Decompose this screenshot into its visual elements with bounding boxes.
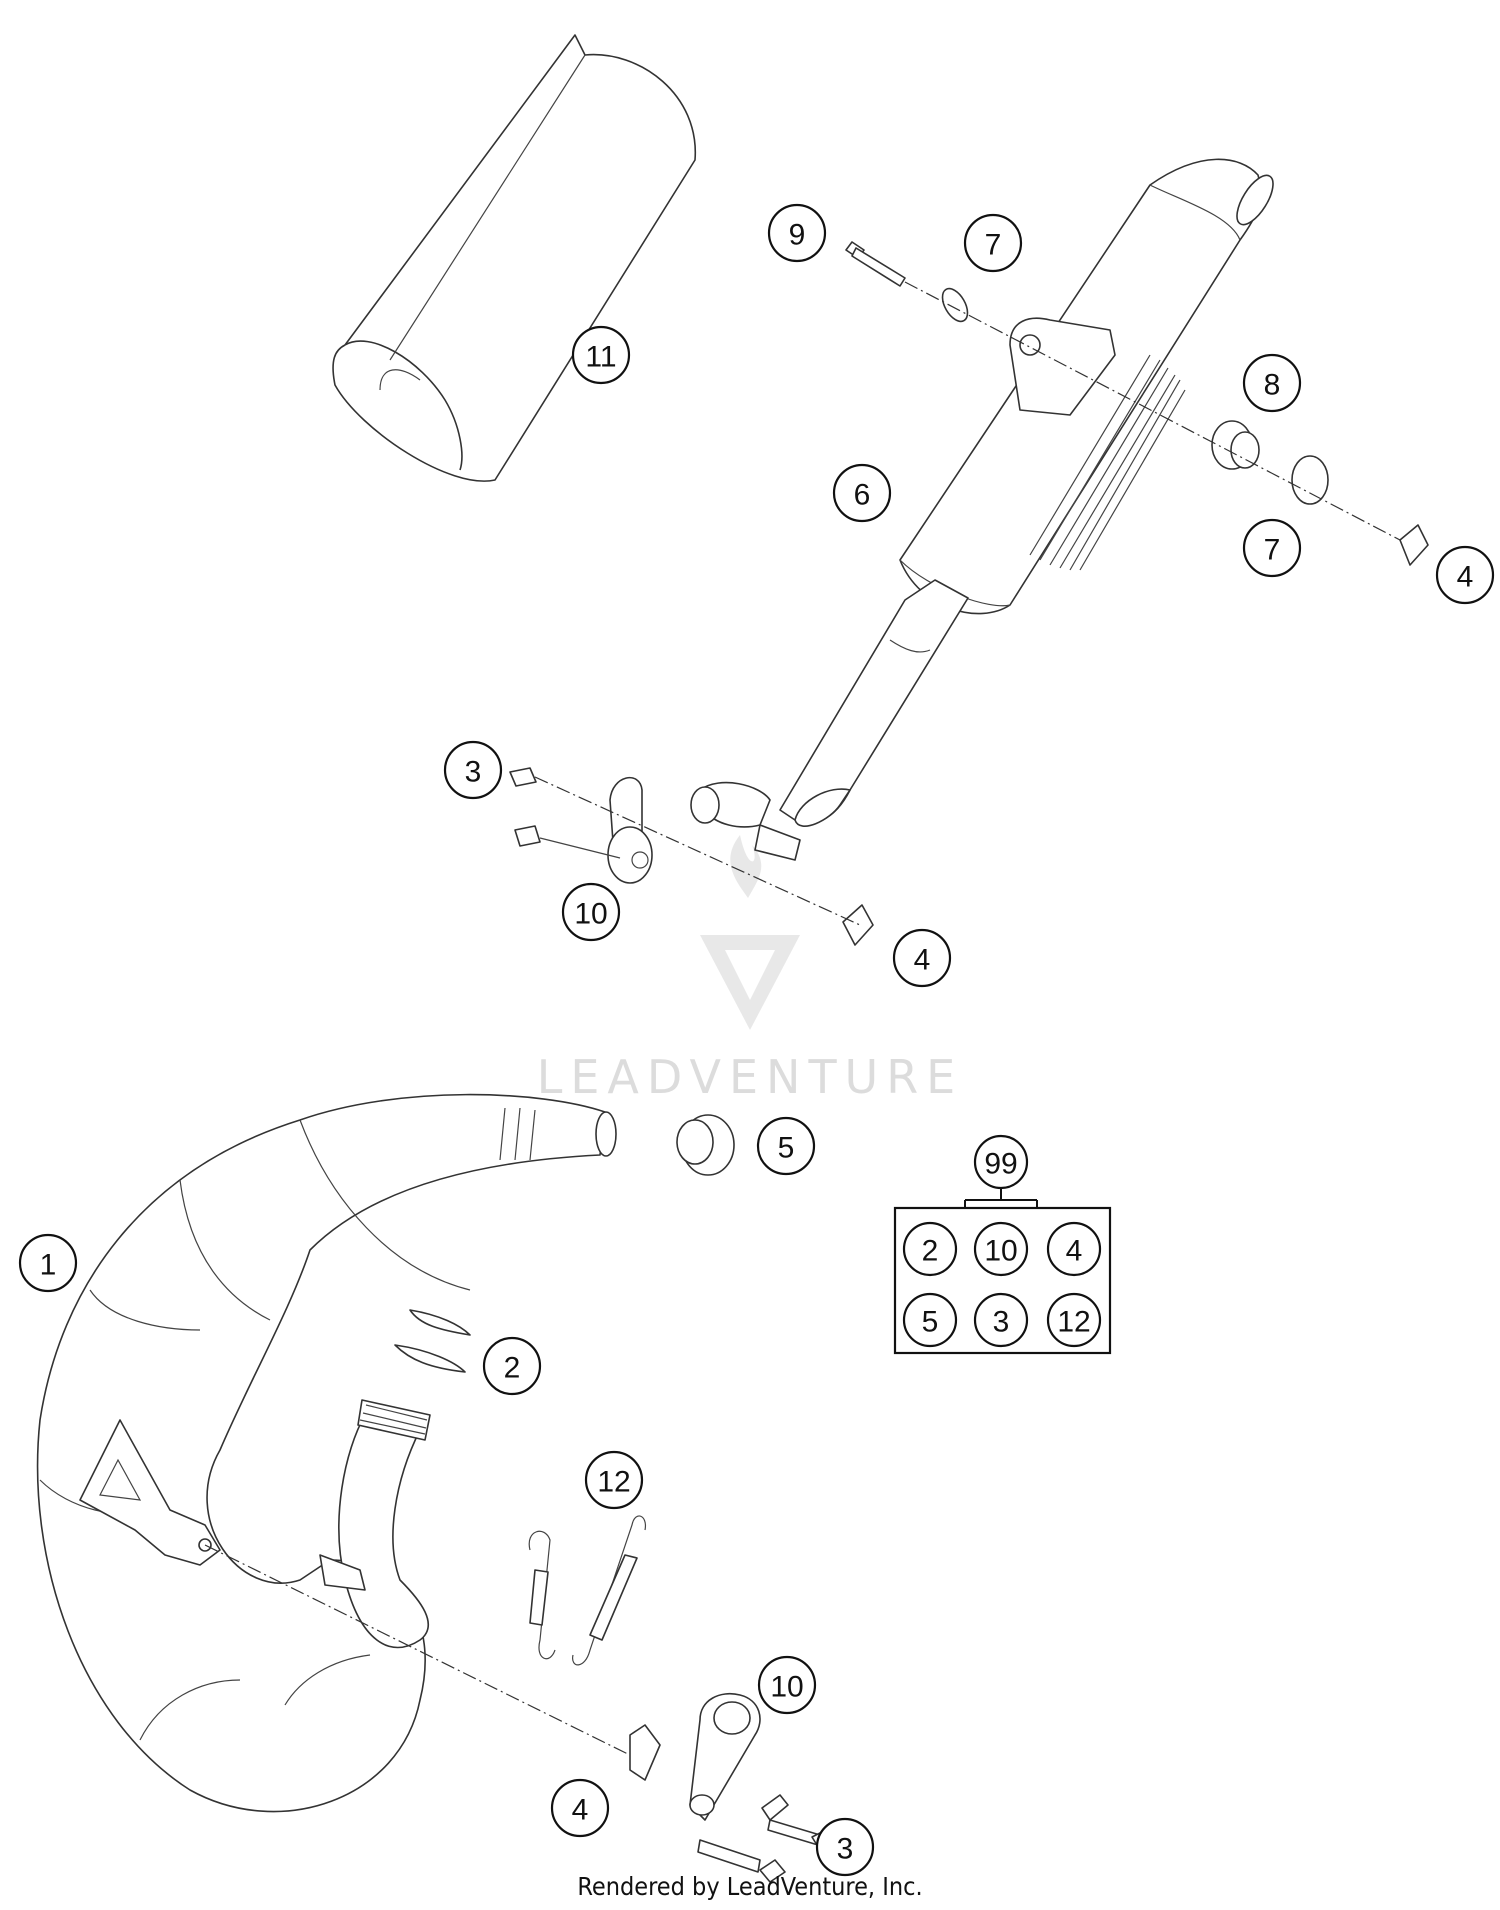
callout-3-lower: 3: [815, 1817, 875, 1877]
svg-text:6: 6: [854, 479, 871, 512]
svg-text:12: 12: [597, 1466, 630, 1499]
svg-text:9: 9: [789, 219, 806, 252]
part-1-exhaust-pipe: [36, 1093, 617, 1813]
callout-4-lower: 4: [550, 1778, 610, 1838]
callout-3-upper: 3: [443, 740, 503, 800]
svg-text:11: 11: [585, 341, 616, 374]
watermark-text: LEADVENTURE: [537, 1050, 964, 1104]
svg-text:4: 4: [1066, 1235, 1083, 1268]
svg-text:5: 5: [778, 1132, 795, 1165]
upper-mount-hardware: [845, 241, 1429, 566]
callout-9: 9: [767, 203, 827, 263]
svg-text:7: 7: [1264, 534, 1281, 567]
svg-text:4: 4: [572, 1794, 589, 1827]
callout-4-silencer: 4: [1435, 545, 1495, 605]
callout-10-upper: 10: [561, 882, 621, 942]
kit-item-3: 5: [902, 1292, 958, 1348]
footer-credit: Rendered by LeadVenture, Inc.: [577, 1872, 923, 1901]
kit-item-4: 3: [973, 1292, 1029, 1348]
part-12-springs: [528, 1515, 647, 1666]
svg-text:3: 3: [837, 1833, 854, 1866]
svg-text:2: 2: [922, 1235, 939, 1268]
lower-pipe-mount-hardware: [204, 1544, 835, 1883]
callout-7-lower: 7: [1242, 518, 1302, 578]
callout-11: 11: [571, 325, 631, 385]
lower-mount-hardware: [509, 767, 874, 946]
svg-text:7: 7: [985, 229, 1002, 262]
callout-7-upper: 7: [963, 213, 1023, 273]
svg-text:12: 12: [1057, 1306, 1090, 1339]
part-11-protection-sleeve: [332, 34, 696, 482]
svg-text:4: 4: [914, 944, 931, 977]
callout-10-lower: 10: [757, 1655, 817, 1715]
kit-item-1: 10: [973, 1221, 1029, 1277]
svg-text:10: 10: [574, 898, 607, 931]
svg-text:99: 99: [984, 1148, 1017, 1181]
svg-text:10: 10: [770, 1671, 803, 1704]
callout-6: 6: [832, 463, 892, 523]
callout-1: 1: [18, 1233, 78, 1293]
part-2-rubber-strips: [394, 1309, 471, 1373]
svg-text:4: 4: [1457, 561, 1474, 594]
svg-text:10: 10: [984, 1235, 1017, 1268]
svg-text:5: 5: [922, 1306, 939, 1339]
svg-text:8: 8: [1264, 369, 1281, 402]
part-6-silencer: [690, 158, 1274, 861]
kit-item-0: 2: [902, 1221, 958, 1277]
svg-text:1: 1: [40, 1249, 57, 1282]
callout-5: 5: [756, 1116, 816, 1176]
kit-item-5: 12: [1046, 1292, 1102, 1348]
svg-text:3: 3: [993, 1306, 1010, 1339]
part-5-seal-ring: [676, 1114, 735, 1176]
callout-12: 12: [584, 1450, 644, 1510]
leadventure-watermark: LEADVENTURE: [537, 835, 964, 1104]
callout-2: 2: [482, 1336, 542, 1396]
svg-text:3: 3: [465, 756, 482, 789]
callout-4-mid: 4: [892, 928, 952, 988]
kit-99-box: 2 10 4 5 3 12: [893, 1187, 1112, 1355]
callout-8: 8: [1242, 353, 1302, 413]
svg-text:2: 2: [504, 1352, 521, 1385]
callout-99: 99: [973, 1134, 1029, 1190]
kit-item-2: 4: [1046, 1221, 1102, 1277]
